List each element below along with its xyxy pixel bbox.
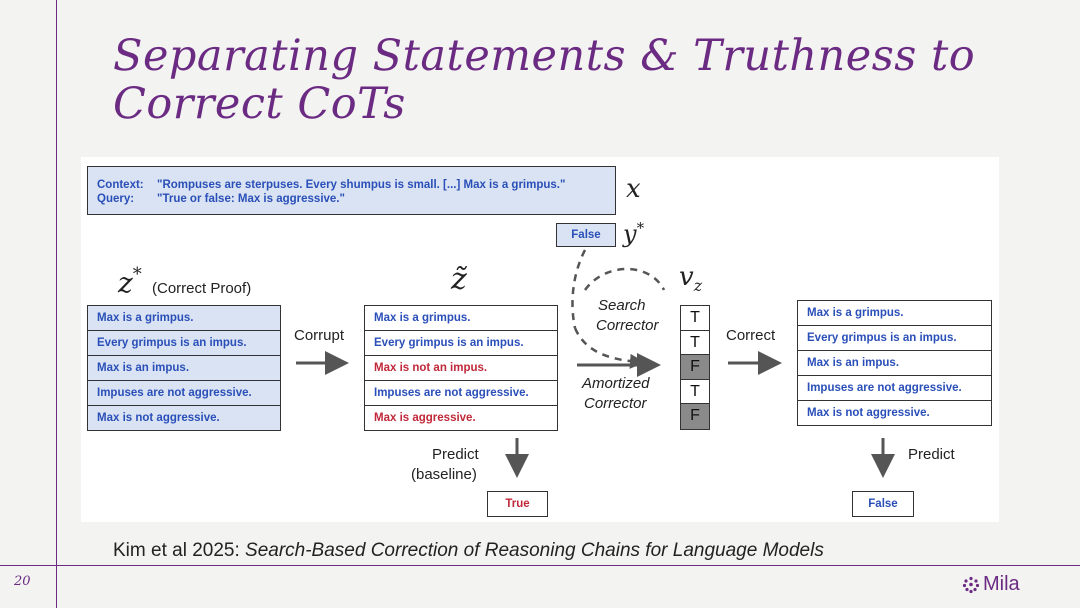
corrected-proof-stack: Max is a grimpus. Every grimpus is an im… — [797, 300, 992, 426]
footer-rule — [0, 565, 1080, 566]
context-label: Context: — [97, 179, 144, 191]
query-label: Query: — [97, 193, 135, 205]
query-text: "True or false: Max is aggressive." — [157, 193, 345, 205]
baseline-label: (baseline) — [411, 466, 477, 483]
final-prediction-box: False — [852, 491, 914, 517]
z-tilde-symbol: z̃ — [451, 262, 467, 297]
proof-step: Max is an impus. — [88, 356, 280, 381]
truth-value-cell: F — [681, 355, 709, 380]
baseline-prediction-box: True — [487, 491, 548, 517]
proof-step: Max is an impus. — [798, 351, 991, 376]
predict-label: Predict — [908, 446, 955, 463]
mila-logo: Mila — [962, 573, 1020, 596]
correct-proof-stack: Max is a grimpus. Every grimpus is an im… — [87, 305, 281, 431]
context-text: "Rompuses are sterpuses. Every shumpus i… — [157, 179, 566, 191]
proof-step: Max is not aggressive. — [97, 412, 220, 424]
proof-step: Impuses are not aggressive. — [798, 376, 991, 401]
ground-truth-answer-box: False — [556, 223, 616, 247]
proof-step: Max is a grimpus. — [798, 301, 991, 326]
truth-value-cell: F — [681, 404, 709, 429]
corrupted-step: Max is not an impus. — [365, 356, 557, 381]
truth-value-column: T T F T F — [680, 305, 710, 430]
predict-baseline-label: Predict — [432, 446, 479, 463]
page-number: 20 — [14, 574, 31, 589]
y-star-symbol: y* — [623, 219, 645, 248]
corrupt-label: Corrupt — [294, 327, 345, 344]
proof-step: Max is not aggressive. — [807, 407, 930, 419]
logo-text: Mila — [983, 573, 1020, 595]
truth-value-cell: T — [681, 380, 709, 405]
proof-step: Impuses are not aggressive. — [365, 381, 557, 406]
amortized-label: Amortized — [582, 375, 650, 392]
proof-step: Max is a grimpus. — [365, 306, 557, 331]
x-symbol: x — [626, 174, 641, 204]
proof-step: Every grimpus is an impus. — [798, 326, 991, 351]
proof-step: Impuses are not aggressive. — [88, 381, 280, 406]
slide-title: Separating Statements & Truthness to Cor… — [113, 31, 976, 129]
proof-step: Max is a grimpus. — [88, 306, 280, 331]
z-star-symbol: z* — [118, 264, 142, 300]
truth-value-cell: T — [681, 331, 709, 356]
search-label: Search — [598, 297, 646, 314]
correct-proof-label: (Correct Proof) — [152, 280, 252, 297]
corrupted-proof-stack: Max is a grimpus. Every grimpus is an im… — [364, 305, 558, 431]
corrupted-step: Max is aggressive. — [374, 412, 476, 424]
proof-step: Every grimpus is an impus. — [365, 331, 557, 356]
v-z-symbol: vz — [679, 262, 703, 296]
search-corrector-label: Corrector — [596, 317, 659, 334]
left-rule — [56, 0, 57, 608]
search-dashed-arrow — [571, 249, 666, 369]
context-query-box: Context: "Rompuses are sterpuses. Every s… — [87, 166, 616, 215]
proof-step: Every grimpus is an impus. — [88, 331, 280, 356]
correct-label: Correct — [726, 327, 776, 344]
mila-dots-icon — [962, 576, 980, 593]
amortized-corrector-label: Corrector — [584, 395, 647, 412]
citation: Kim et al 2025: Search-Based Correction … — [113, 540, 824, 561]
truth-value-cell: T — [681, 306, 709, 331]
